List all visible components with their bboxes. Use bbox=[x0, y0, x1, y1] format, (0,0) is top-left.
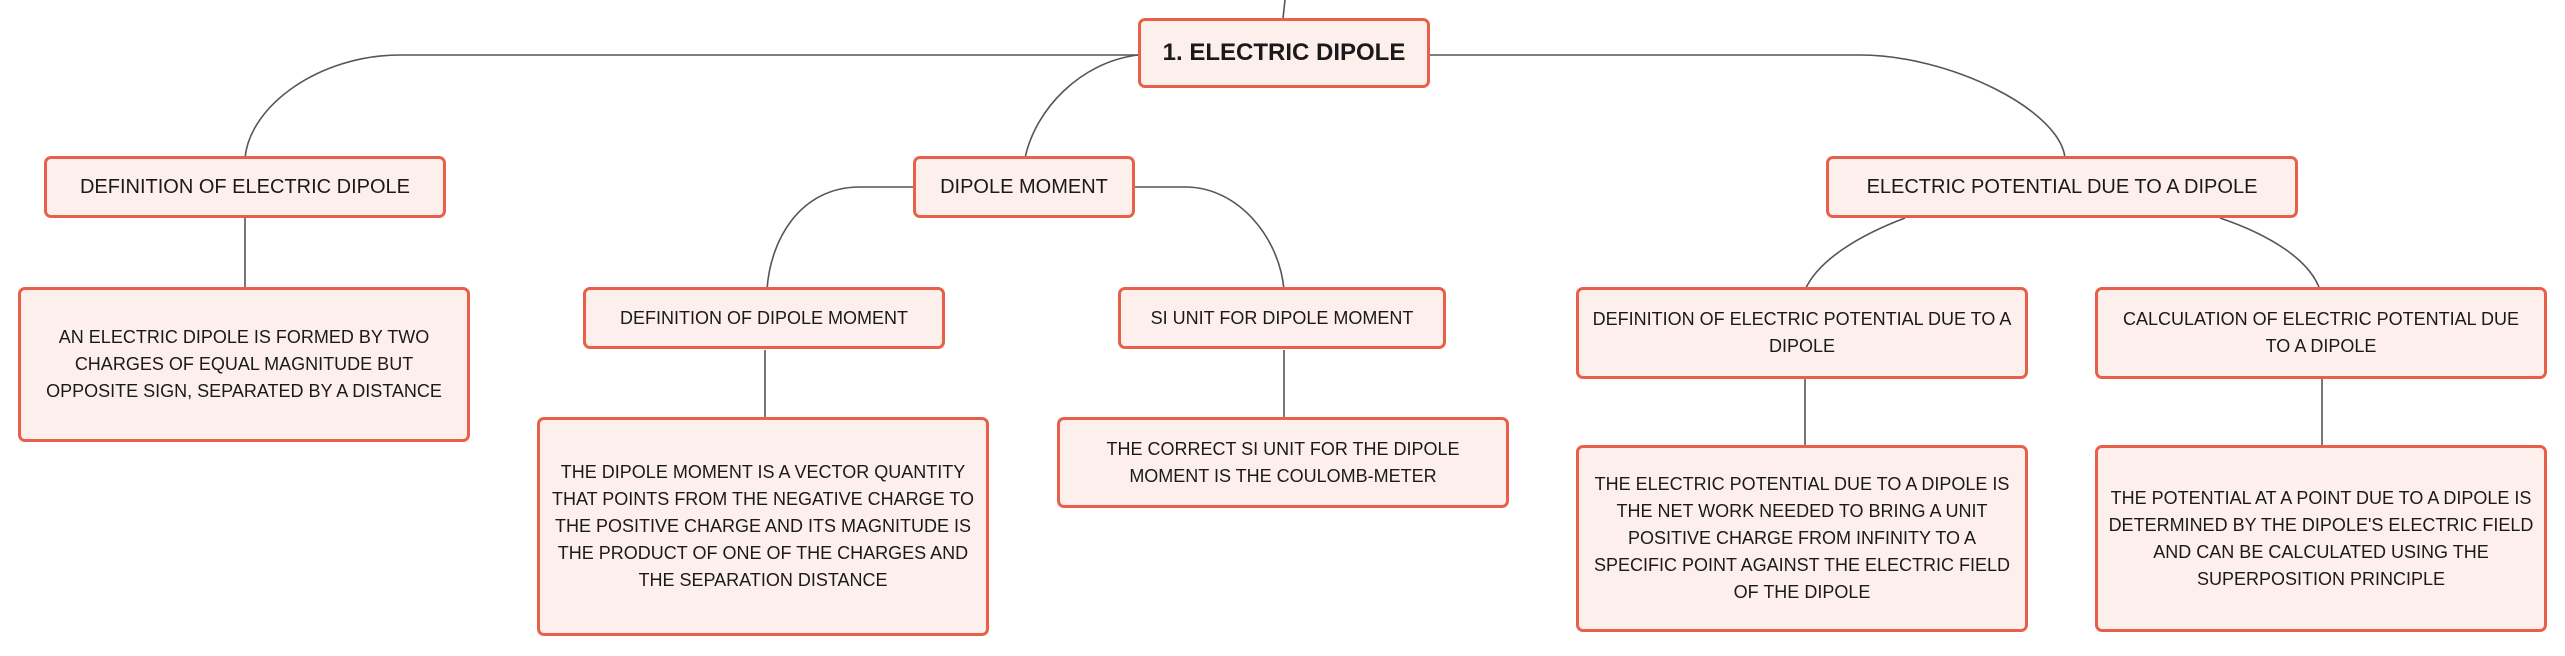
calculation-of-potential-node[interactable]: CALCULATION OF ELECTRIC POTENTIAL DUE TO… bbox=[2095, 287, 2547, 379]
root-label: 1. ELECTRIC DIPOLE bbox=[1162, 39, 1406, 66]
connector-dipole-moment-to-definition bbox=[766, 186, 913, 291]
dipole-moment-detail-node[interactable]: THE DIPOLE MOMENT IS A VECTOR QUANTITY T… bbox=[537, 417, 989, 636]
connector-root-to-potential bbox=[1430, 54, 2066, 159]
dipole-moment-node[interactable]: DIPOLE MOMENT bbox=[913, 156, 1135, 218]
si-unit-label: SI UNIT FOR DIPOLE MOMENT bbox=[1150, 307, 1414, 328]
dipole-moment-detail-text: THE DIPOLE MOMENT IS A VECTOR QUANTITY T… bbox=[551, 462, 975, 590]
si-unit-node[interactable]: SI UNIT FOR DIPOLE MOMENT bbox=[1118, 287, 1446, 349]
connector-potential-to-calculation bbox=[2219, 217, 2321, 291]
electric-dipole-detail-node[interactable]: AN ELECTRIC DIPOLE IS FORMED BY TWO CHAR… bbox=[18, 287, 470, 442]
definition-of-dipole-moment-node[interactable]: DEFINITION OF DIPOLE MOMENT bbox=[583, 287, 945, 349]
potential-definition-detail-text: THE ELECTRIC POTENTIAL DUE TO A DIPOLE I… bbox=[1593, 474, 2011, 602]
connector-root-to-definition bbox=[244, 54, 1138, 159]
definition-of-electric-dipole-label: DEFINITION OF ELECTRIC DIPOLE bbox=[79, 175, 411, 198]
potential-calculation-detail-text: THE POTENTIAL AT A POINT DUE TO A DIPOLE… bbox=[2108, 487, 2534, 589]
definition-of-electric-dipole-node[interactable]: DEFINITION OF ELECTRIC DIPOLE bbox=[44, 156, 446, 218]
dipole-moment-label: DIPOLE MOMENT bbox=[940, 175, 1108, 198]
si-unit-detail-text: THE CORRECT SI UNIT FOR THE DIPOLE MOMEN… bbox=[1106, 438, 1460, 486]
calculation-of-potential-label: CALCULATION OF ELECTRIC POTENTIAL DUE TO… bbox=[2122, 309, 2520, 356]
potential-definition-detail-node[interactable]: THE ELECTRIC POTENTIAL DUE TO A DIPOLE I… bbox=[1576, 445, 2028, 632]
connector-dipole-moment-to-si-unit bbox=[1135, 186, 1285, 291]
si-unit-detail-node[interactable]: THE CORRECT SI UNIT FOR THE DIPOLE MOMEN… bbox=[1057, 417, 1509, 508]
definition-of-dipole-moment-label: DEFINITION OF DIPOLE MOMENT bbox=[619, 307, 908, 328]
definition-of-potential-node[interactable]: DEFINITION OF ELECTRIC POTENTIAL DUE TO … bbox=[1576, 287, 2028, 379]
connector-root-to-parent bbox=[1282, 0, 1286, 19]
connector-root-to-dipole-moment bbox=[1024, 54, 1139, 159]
electric-dipole-detail-text: AN ELECTRIC DIPOLE IS FORMED BY TWO CHAR… bbox=[46, 327, 442, 401]
definition-of-potential-label: DEFINITION OF ELECTRIC POTENTIAL DUE TO … bbox=[1592, 309, 2012, 356]
electric-potential-label: ELECTRIC POTENTIAL DUE TO A DIPOLE bbox=[1866, 175, 2258, 198]
potential-calculation-detail-node[interactable]: THE POTENTIAL AT A POINT DUE TO A DIPOLE… bbox=[2095, 445, 2547, 632]
root-node[interactable]: 1. ELECTRIC DIPOLE bbox=[1138, 18, 1430, 88]
connector-potential-to-definition bbox=[1804, 217, 1906, 291]
electric-potential-node[interactable]: ELECTRIC POTENTIAL DUE TO A DIPOLE bbox=[1826, 156, 2298, 218]
